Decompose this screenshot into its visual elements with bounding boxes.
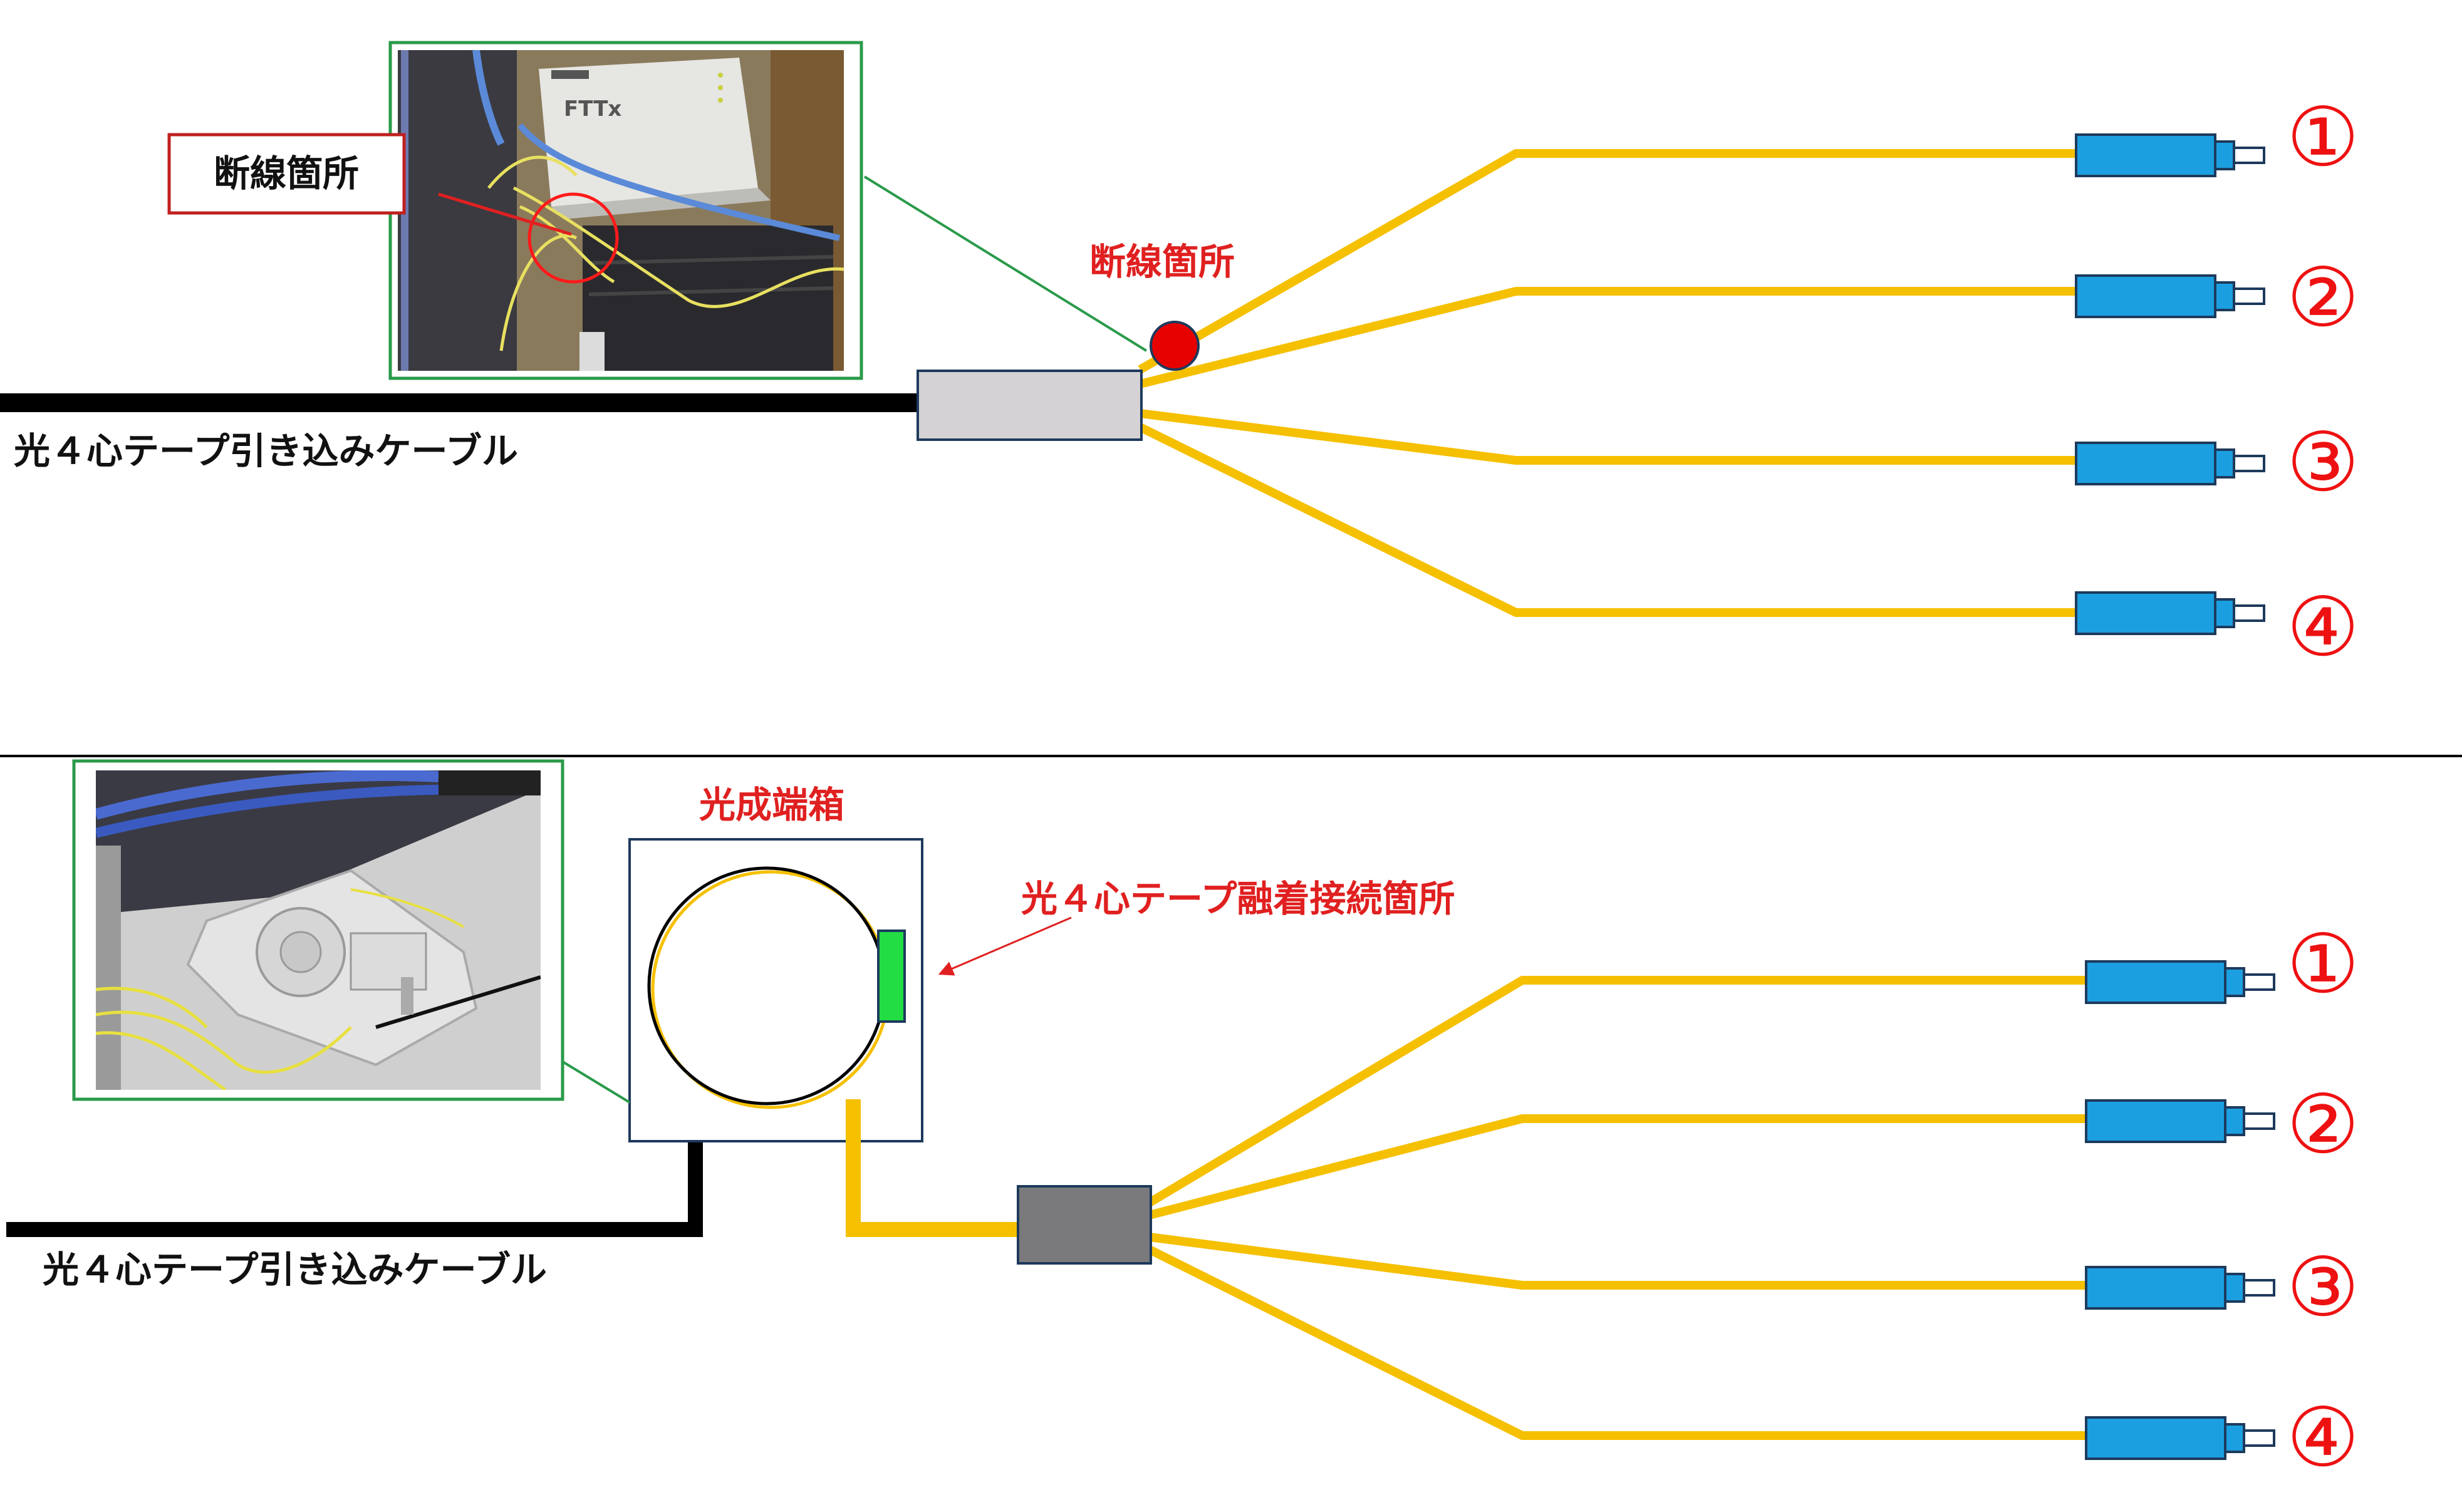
top-fiber-1 [1138, 149, 2080, 374]
bottom-fiber-2 [1148, 1114, 2089, 1219]
bottom-photo [72, 759, 631, 1104]
bottom-connectors [2085, 960, 2275, 1460]
top-fibers [1138, 149, 2080, 617]
termination-box [628, 838, 923, 1142]
bottom-fiber-number-3: ③ [2287, 1240, 2360, 1335]
bottom-panel: 光成端箱 光４心テープ融着接続箇所 光４心テープ引き込みケーブル ① ② [6, 759, 2360, 1485]
bottom-drop-cable [6, 1090, 703, 1237]
top-fiber-number-1: ① [2287, 90, 2360, 185]
fusion-arrow [938, 916, 1072, 976]
bottom-fiber-3 [1149, 1233, 2089, 1290]
bottom-lead-fiber [846, 1099, 1018, 1237]
bottom-fiber-number-4: ④ [2287, 1390, 2360, 1485]
top-cable-label: 光４心テープ引き込みケーブル [14, 430, 518, 472]
top-fiber-2 [1139, 287, 2080, 388]
bottom-fibers [1147, 976, 2089, 1440]
break-marker-icon [1150, 321, 1200, 371]
top-photo-break-label: 断線箇所 [214, 152, 359, 195]
top-connectors [2075, 133, 2265, 635]
top-fiber-number-4: ④ [2287, 579, 2360, 675]
bottom-fiber-4 [1147, 1245, 2089, 1440]
top-panel: 断線箇所 光４心テープ引き込みケーブル ① ② ③ ④ [0, 41, 2360, 675]
top-photo-connector-line [863, 175, 1148, 352]
top-photo: FTTx 断線箇所 [167, 41, 863, 380]
top-fiber-number-2: ② [2287, 250, 2360, 345]
svg-text:FTTx: FTTx [564, 96, 621, 122]
bottom-fiber-number-1: ① [2287, 916, 2360, 1012]
bottom-closure [1017, 1185, 1152, 1265]
splice-point-icon [877, 929, 906, 1023]
fusion-label: 光４心テープ融着接続箇所 [1021, 878, 1455, 920]
onu-wiring-photo-icon: FTTx [398, 50, 844, 371]
top-fiber-3 [1140, 409, 2080, 465]
top-fiber-number-3: ③ [2287, 415, 2360, 510]
top-closure [917, 370, 1143, 441]
bottom-fiber-number-2: ② [2287, 1077, 2360, 1172]
bottom-fiber-numbers: ① ② ③ ④ [2287, 916, 2360, 1485]
top-fiber-numbers: ① ② ③ ④ [2287, 90, 2360, 675]
bottom-fiber-1 [1147, 976, 2089, 1207]
bottom-cable-label: 光４心テープ引き込みケーブル [43, 1248, 547, 1291]
top-photo-callout [167, 133, 406, 215]
top-fiber-4 [1138, 423, 2080, 617]
termination-box-label: 光成端箱 [699, 784, 844, 826]
splice-tray-photo-icon [96, 770, 541, 1090]
top-break-label: 断線箇所 [1089, 241, 1235, 283]
